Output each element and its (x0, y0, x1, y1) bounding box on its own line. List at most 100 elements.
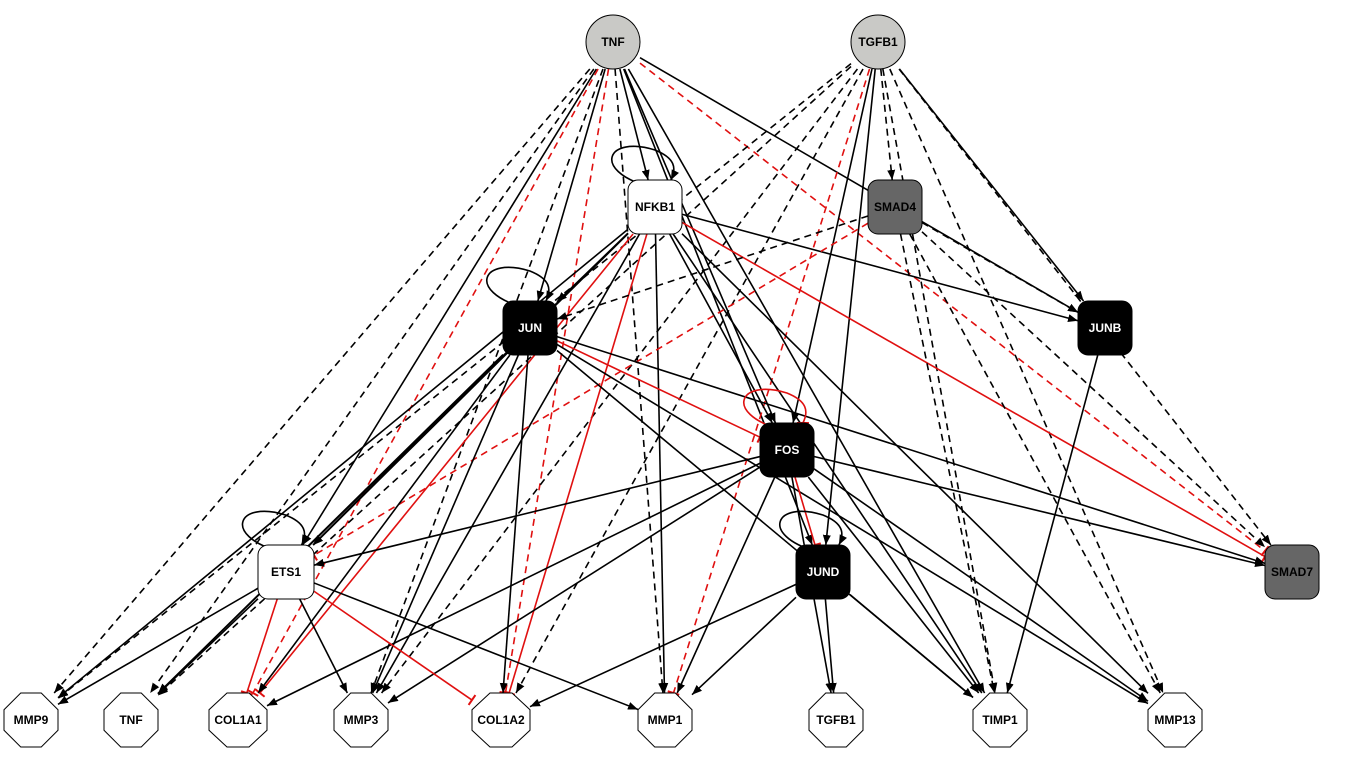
edge-tgfb1_in-to-mmp13 (889, 68, 1164, 694)
edge-jund-to-col1a2 (529, 583, 797, 708)
node-tgfb1_in-circle (850, 14, 906, 70)
node-jund-label: JUND (807, 565, 840, 579)
edge-nfkb1-to-mmp3 (375, 233, 641, 694)
node-smad7[interactable]: SMAD7 (1264, 544, 1320, 600)
node-timp1-label: TIMP1 (982, 713, 1018, 727)
edge-fos-to-mmp1 (676, 476, 776, 694)
edge-jun-to-mmp3 (371, 354, 520, 694)
node-mmp3-octagon (333, 692, 389, 748)
edge-jun-to-col1a2 (499, 354, 529, 694)
edge-tnf_in-to-tnf_out (149, 68, 595, 694)
node-col1a1[interactable]: COL1A1 (208, 692, 268, 748)
edge-nfkb1-to-mmp13 (681, 233, 1149, 694)
edge-smad4-to-junb (921, 221, 1079, 314)
edge-ets1-to-col1a2 (313, 590, 473, 701)
node-col1a1-octagon (208, 692, 268, 748)
node-timp1[interactable]: TIMP1 (972, 692, 1028, 748)
edge-nfkb1-to-smad7 (681, 221, 1266, 558)
edge-jund-to-mmp1 (691, 596, 797, 696)
edge-layer (53, 57, 1272, 711)
edge-jund-self-loop (779, 510, 847, 552)
edge-fos-to-smad7 (813, 455, 1266, 568)
edge-nfkb1-self-loop (611, 145, 679, 187)
edge-tnf_in-to-smad7 (639, 62, 1266, 552)
edge-nfkb1-to-jun (556, 232, 629, 303)
edge-nfkb1-to-col1a1-inhibition-bar (254, 688, 266, 698)
node-junb[interactable]: JUNB (1077, 300, 1133, 356)
node-nfkb1-box (627, 179, 683, 235)
node-jund[interactable]: JUND (795, 544, 851, 600)
edge-tgfb1_in-to-fos (791, 68, 873, 424)
node-ets1-label: ETS1 (271, 565, 301, 579)
node-jun-box (502, 300, 558, 356)
node-mmp1-octagon (637, 692, 693, 748)
node-tnf_out-label: TNF (119, 713, 142, 727)
edge-tnf_in-to-mmp9 (53, 68, 591, 694)
node-fos-box (759, 422, 815, 478)
node-tnf_in[interactable]: TNF (585, 14, 641, 70)
edge-tnf_in-to-col1a2 (504, 68, 610, 694)
node-jund-box (795, 544, 851, 600)
node-tnf_in-circle (585, 14, 641, 70)
node-col1a2[interactable]: COL1A2 (471, 692, 531, 748)
node-nfkb1[interactable]: NFKB1 (627, 179, 683, 235)
edge-ets1-to-col1a2-inhibition-bar (467, 694, 477, 706)
node-ets1[interactable]: ETS1 (257, 544, 315, 600)
node-smad7-box (1264, 544, 1320, 600)
edge-tnf_in-to-mmp3 (370, 68, 604, 694)
node-mmp3-label: MMP3 (344, 713, 379, 727)
edge-tgfb1_in-to-col1a2 (515, 68, 864, 694)
edge-tgfb1_in-to-timp1 (882, 68, 998, 694)
node-tgfb1_in-label: TGFB1 (858, 35, 898, 49)
node-ets1-box (257, 544, 315, 600)
edge-tgfb1_in-to-mmp3 (380, 68, 859, 694)
node-tgfb1_in[interactable]: TGFB1 (850, 14, 906, 70)
edge-ets1-to-mmp3 (298, 598, 349, 694)
edge-nfkb1-to-col1a2 (508, 233, 648, 694)
edge-jund-to-timp1 (849, 593, 974, 699)
edge-ets1-self-loop (241, 510, 310, 552)
node-jun[interactable]: JUN (502, 300, 558, 356)
node-tnf_out[interactable]: TNF (103, 692, 159, 748)
edge-tnf_in-to-jun (536, 68, 606, 302)
edge-tnf_in-to-timp1 (627, 68, 986, 694)
node-mmp9-label: MMP9 (14, 713, 49, 727)
edge-ets1-to-tnf_out (157, 598, 259, 695)
node-tgfb1_out-octagon (808, 692, 864, 748)
edge-ets1-to-mmp1 (313, 582, 639, 711)
node-mmp3[interactable]: MMP3 (333, 692, 389, 748)
edge-jun-to-mmp13 (556, 343, 1149, 705)
node-tnf_out-octagon (103, 692, 159, 748)
edge-tnf_in-to-ets1 (301, 68, 598, 546)
node-smad4[interactable]: SMAD4 (867, 179, 923, 235)
edge-fos-to-col1a1 (266, 462, 761, 707)
edge-nfkb1-to-timp1 (672, 233, 983, 694)
node-mmp1-label: MMP1 (648, 713, 683, 727)
node-col1a1-label: COL1A1 (214, 713, 262, 727)
node-smad4-box (867, 179, 923, 235)
node-tgfb1_out[interactable]: TGFB1 (808, 692, 864, 748)
node-fos[interactable]: FOS (759, 422, 815, 478)
edge-jun-to-col1a1 (257, 354, 511, 694)
node-mmp9[interactable]: MMP9 (3, 692, 59, 748)
edge-fos-to-mmp13 (813, 468, 1149, 702)
node-nfkb1-label: NFKB1 (635, 200, 675, 214)
edge-fos-to-timp1 (807, 476, 980, 694)
node-tnf_in-label: TNF (601, 35, 624, 49)
edge-fos-to-ets1 (313, 455, 761, 567)
edge-tgfb1_in-to-smad4 (879, 68, 896, 181)
edge-tnf_in-to-mmp1 (614, 68, 667, 694)
edge-smad4-to-smad7 (921, 231, 1266, 548)
edge-jun-self-loop (486, 266, 554, 308)
node-col1a2-octagon (471, 692, 531, 748)
edge-ets1-to-mmp9 (57, 587, 259, 706)
node-jun-label: JUN (518, 321, 542, 335)
edge-nfkb1-to-junb (681, 213, 1079, 323)
edge-smad4-to-jun (556, 215, 869, 320)
edge-tnf_in-to-nfkb1 (619, 68, 650, 181)
node-mmp1[interactable]: MMP1 (637, 692, 693, 748)
node-mmp13[interactable]: MMP13 (1147, 692, 1203, 748)
edge-nfkb1-to-col1a1 (259, 233, 634, 694)
